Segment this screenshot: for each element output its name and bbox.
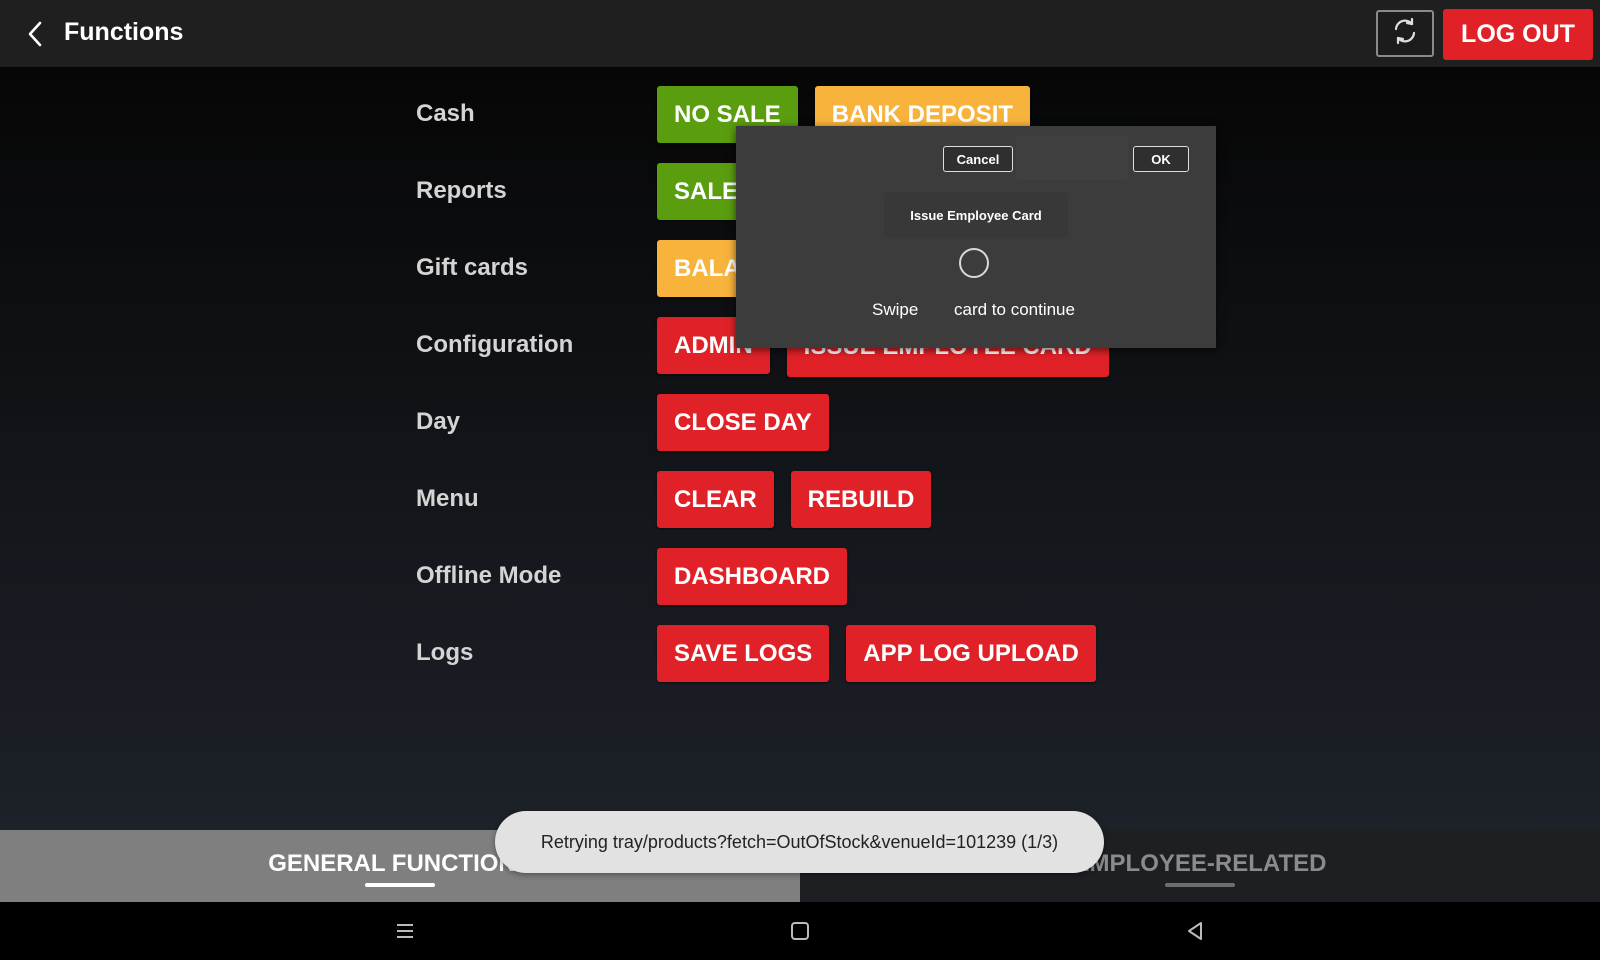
tab-active-indicator bbox=[365, 883, 435, 887]
clear-button[interactable]: CLEAR bbox=[657, 471, 774, 528]
system-nav-bar bbox=[0, 902, 1600, 960]
function-row-offline-mode: Offline Mode DASHBOARD bbox=[0, 548, 1600, 606]
refresh-button[interactable] bbox=[1376, 10, 1434, 57]
tab-label: EMPLOYEE-RELATED bbox=[1073, 850, 1327, 877]
page-title: Functions bbox=[64, 18, 184, 46]
issue-employee-card-dialog: Cancel OK Issue Employee Card Swipe card… bbox=[736, 126, 1216, 348]
dialog-title: Issue Employee Card bbox=[884, 192, 1068, 238]
dialog-ok-button[interactable]: OK bbox=[1133, 146, 1189, 172]
function-row-logs: Logs SAVE LOGS APP LOG UPLOAD bbox=[0, 625, 1600, 683]
retry-toast: Retrying tray/products?fetch=OutOfStock&… bbox=[495, 811, 1104, 873]
function-label: Offline Mode bbox=[416, 562, 562, 589]
rebuild-button[interactable]: REBUILD bbox=[790, 471, 932, 528]
home-square-icon[interactable] bbox=[788, 919, 812, 943]
dialog-cancel-button[interactable]: Cancel bbox=[943, 146, 1013, 172]
top-bar: Functions LOG OUT bbox=[0, 0, 1600, 67]
function-label: Reports bbox=[416, 177, 507, 204]
dialog-button-area bbox=[1016, 136, 1128, 180]
dialog-message-swipe: Swipe bbox=[872, 300, 919, 319]
function-label: Logs bbox=[416, 639, 474, 666]
function-label: Gift cards bbox=[416, 254, 529, 281]
dialog-message-continue: card to continue bbox=[954, 300, 1075, 319]
logout-button[interactable]: LOG OUT bbox=[1443, 9, 1593, 60]
function-label: Configuration bbox=[416, 331, 574, 358]
close-day-button[interactable]: CLOSE DAY bbox=[657, 394, 829, 451]
save-logs-button[interactable]: SAVE LOGS bbox=[657, 625, 830, 682]
function-label: Menu bbox=[416, 485, 479, 512]
dashboard-button[interactable]: DASHBOARD bbox=[657, 548, 847, 605]
function-row-menu: Menu CLEAR REBUILD bbox=[0, 471, 1600, 529]
back-triangle-icon[interactable] bbox=[1183, 919, 1207, 943]
menu-icon[interactable] bbox=[393, 919, 417, 943]
app-log-upload-button[interactable]: APP LOG UPLOAD bbox=[846, 625, 1096, 682]
tab-indicator bbox=[1165, 883, 1235, 887]
function-row-day: Day CLOSE DAY bbox=[0, 394, 1600, 452]
function-label: Day bbox=[416, 408, 461, 435]
refresh-icon bbox=[1390, 16, 1420, 51]
function-label: Cash bbox=[416, 100, 475, 127]
chevron-left-icon[interactable] bbox=[22, 20, 50, 48]
loading-spinner-icon bbox=[959, 248, 989, 278]
tab-label: GENERAL FUNCTIONS bbox=[268, 850, 532, 877]
